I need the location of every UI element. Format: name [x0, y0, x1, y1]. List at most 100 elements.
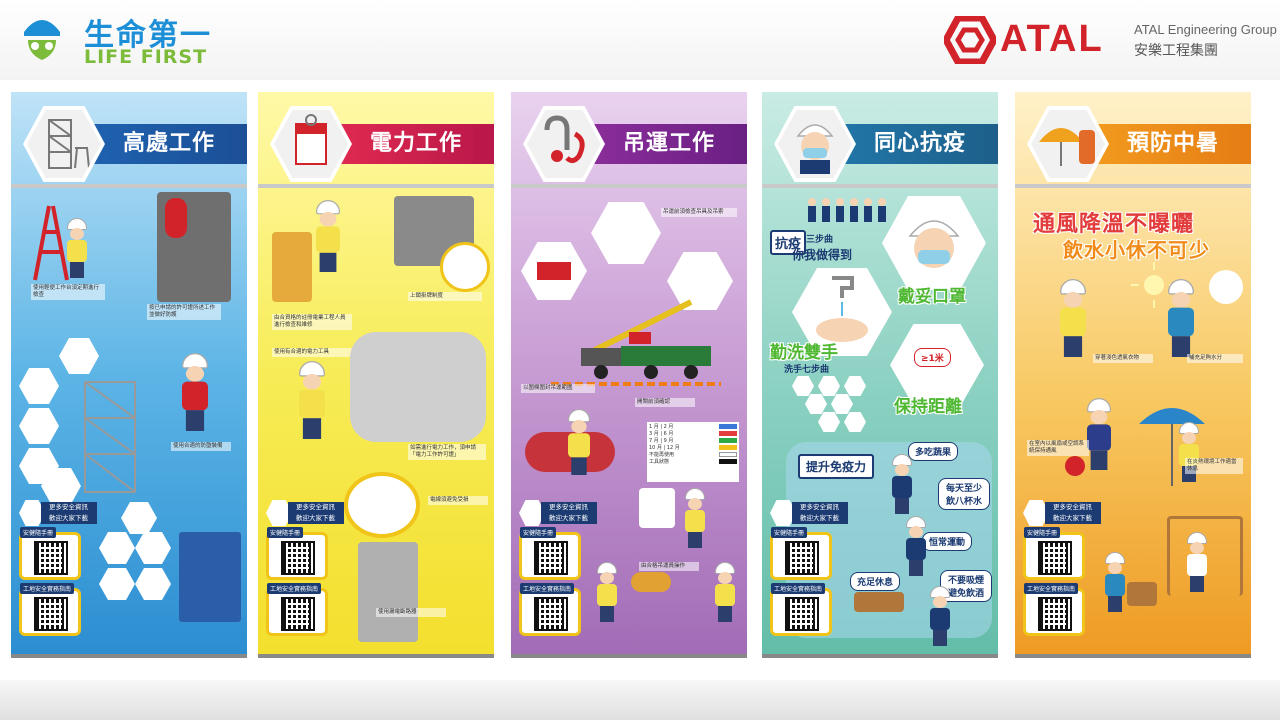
qr-card[interactable]: 安健隨手冊: [266, 527, 328, 580]
callout-text: 使用合適的防墮裝備: [171, 442, 231, 451]
qr-card[interactable]: 工地安全實務指南: [19, 583, 81, 636]
table-cell: 工具狀態: [649, 459, 670, 465]
qr-card[interactable]: 工地安全實務指南: [1023, 583, 1085, 636]
mobile-scaffold-icon: [84, 381, 136, 493]
callout-text: 開閘前須確認: [635, 398, 695, 407]
harness-hex: [59, 338, 99, 374]
atal-english-name: ATAL Engineering Group: [1134, 22, 1277, 37]
qr-download-block: 更多安全資訊 歡迎大家下載 安健隨手冊 工地安全實務指南: [519, 496, 597, 636]
masked-worker-icon: [796, 124, 834, 174]
qr-heading: 更多安全資訊 歡迎大家下載: [266, 496, 344, 532]
qr-code-icon[interactable]: [34, 597, 68, 631]
callout-text: 穿著淺色透氣衣物: [1093, 354, 1153, 363]
callout-text: 上鎖掛牌制度: [408, 292, 482, 301]
qr-heading: 更多安全資訊 歡迎大家下載: [19, 496, 97, 532]
handwash-hex: [792, 268, 892, 356]
seven-step-grid: [792, 376, 876, 432]
qr-download-block: 更多安全資訊 歡迎大家下載 安健隨手冊 工地安全實務指南: [770, 496, 848, 636]
distance-marker: ≥1米: [914, 348, 951, 367]
panel-electrical-work: 電力工作 上鎖掛牌制度 由合資格的註冊電業工程人員進行檢查和維修 使用有合適的電…: [258, 92, 494, 658]
qr-code-icon[interactable]: [34, 541, 68, 575]
electric-panel-illustration: [272, 232, 312, 302]
qr-label: 工地安全實務指南: [1024, 583, 1079, 594]
gear-hex: [135, 532, 171, 564]
tip-bubble: 充足休息: [850, 572, 901, 591]
callout-text: 補充足夠水分: [1187, 354, 1243, 363]
step-hex: [831, 394, 853, 414]
life-first-english: LIFE FIRST: [84, 46, 208, 68]
heat-slogan-1: 通風降溫不曝曬: [1033, 212, 1195, 237]
panel-icon-hex: [1027, 106, 1109, 182]
qr-card[interactable]: 工地安全實務指南: [519, 583, 581, 636]
load-block: [537, 262, 571, 280]
atal-hexagon-icon: [944, 16, 996, 64]
worker-figure: [1082, 398, 1116, 470]
qr-code-icon[interactable]: [1038, 541, 1072, 575]
panel-title: 電力工作: [334, 124, 494, 164]
panel-icon-hex: [523, 106, 605, 182]
panel-anti-epidemic: 同心抗疫 抗疫 三步曲 你我做得到 戴妥口罩 勤洗雙手 ≥1米 保持距離 洗手七…: [762, 92, 998, 658]
qr-code-icon[interactable]: [281, 541, 315, 575]
worker-figure: [926, 586, 954, 646]
seven-steps-label: 洗手七步曲: [784, 365, 830, 375]
qr-card[interactable]: 安健隨手冊: [19, 527, 81, 580]
cabinet-illustration: [358, 542, 418, 642]
step-hex: [818, 412, 840, 432]
qr-card[interactable]: 工地安全實務指南: [266, 583, 328, 636]
boost-immunity-tag: 提升免疫力: [798, 454, 875, 479]
you-me-label: 你我做得到: [792, 248, 853, 262]
callout-text: 按已申請的許可證所述工作並做好防護: [147, 304, 221, 320]
mask-hex: [882, 196, 986, 290]
tip-bubble: 多吃蔬果: [908, 442, 959, 461]
qr-heading-text: 更多安全資訊 歡迎大家下載: [41, 502, 97, 524]
qr-card[interactable]: 安健隨手冊: [1023, 527, 1085, 580]
qr-card[interactable]: 安健隨手冊: [519, 527, 581, 580]
worker-figure: [1101, 552, 1129, 612]
qr-code-icon[interactable]: [534, 597, 568, 631]
wash-hands-slogan: 勤洗雙手: [770, 343, 838, 363]
worker-figure: [311, 200, 345, 272]
title-underline: [1015, 184, 1251, 188]
hex-badge: [1023, 500, 1049, 526]
qr-heading: 更多安全資訊 歡迎大家下載: [770, 496, 848, 532]
qr-label: 工地安全實務指南: [267, 583, 322, 594]
cable-zoom-circle: [344, 472, 420, 538]
qr-heading-line: 更多安全資訊: [1053, 503, 1092, 511]
worker-group: [804, 196, 894, 222]
crane-truck-icon: [551, 299, 721, 386]
qr-code-icon[interactable]: [534, 541, 568, 575]
rest-shelter: [1167, 516, 1243, 596]
worker-figure: [63, 218, 91, 278]
qr-code-icon[interactable]: [281, 597, 315, 631]
qr-code-icon[interactable]: [785, 541, 819, 575]
callout-text: 以圍欄圍封吊運範圍: [521, 384, 595, 393]
table-cell: 3 月 | 6 月: [649, 431, 674, 437]
callout-text: 在炎熱環境工作適當休息: [1185, 458, 1243, 474]
qr-card[interactable]: 工地安全實務指南: [770, 583, 832, 636]
qr-code-icon[interactable]: [785, 597, 819, 631]
qr-card[interactable]: 安健隨手冊: [770, 527, 832, 580]
anti-epidemic-tag: 抗疫: [770, 230, 807, 255]
title-underline: [258, 184, 494, 188]
step-hex: [805, 394, 827, 414]
qr-code-icon[interactable]: [1038, 597, 1072, 631]
shaft-illustration: [157, 192, 231, 302]
panel-lifting-work: 吊運工作 吊運前須檢查吊具及吊索 以圍欄圍封吊運範圍 開閘前須確認 1 月 | …: [511, 92, 747, 658]
rigging-gear: [621, 562, 681, 602]
panel-work-at-height: 高處工作 使用輕便工作台須定期進行檢查 按已申請的許可證所述工作並做好防護 使用…: [11, 92, 247, 658]
qr-heading-line: 更多安全資訊: [800, 503, 839, 511]
callout-text: 由合格吊運員操作: [639, 562, 699, 571]
step-ladder-icon: [33, 205, 69, 281]
table-cell: 不能再使用: [649, 452, 675, 458]
table-row: 3 月 | 6 月: [649, 431, 737, 438]
masked-face-icon: [908, 220, 960, 268]
qr-label: 安健隨手冊: [20, 527, 57, 538]
callout-text: 使用漏電斷路器: [376, 608, 446, 617]
color-swatch: [719, 424, 737, 429]
gear-hex: [121, 502, 157, 534]
qr-heading: 更多安全資訊 歡迎大家下載: [519, 496, 597, 532]
umbrella-icon: [1039, 128, 1095, 166]
hoist-block: [631, 572, 671, 592]
footer-strip: [0, 680, 1280, 720]
worker-figure: [902, 516, 930, 576]
